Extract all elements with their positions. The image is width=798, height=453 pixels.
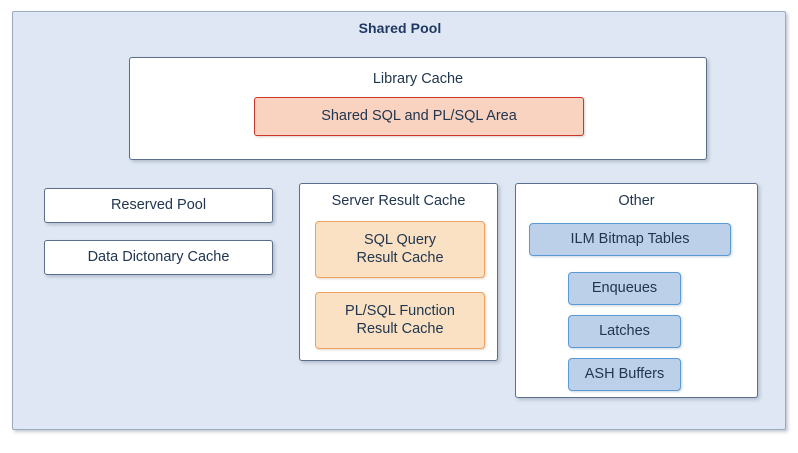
latches-box: Latches [568, 315, 681, 348]
enqueues-box: Enqueues [568, 272, 681, 305]
other-panel: Other ILM Bitmap Tables Enqueues Latches… [515, 183, 758, 398]
server-result-cache-panel: Server Result Cache SQL Query Result Cac… [299, 183, 498, 361]
shared-pool-container: Shared Pool Library Cache Shared SQL and… [12, 11, 786, 430]
ash-buffers-box: ASH Buffers [568, 358, 681, 391]
sql-query-result-cache-box: SQL Query Result Cache [315, 221, 485, 278]
ilm-bitmap-tables-box: ILM Bitmap Tables [529, 223, 731, 256]
reserved-pool-box: Reserved Pool [44, 188, 273, 223]
shared-pool-title: Shared Pool [358, 20, 442, 36]
server-result-cache-title: Server Result Cache [331, 193, 466, 209]
data-dictionary-cache-box: Data Dictonary Cache [44, 240, 273, 275]
other-title: Other [618, 193, 655, 209]
plsql-function-result-cache-box: PL/SQL Function Result Cache [315, 292, 485, 349]
library-cache-title: Library Cache [372, 71, 464, 87]
shared-sql-and-plsql-area-box: Shared SQL and PL/SQL Area [254, 97, 584, 136]
library-cache-panel: Library Cache Shared SQL and PL/SQL Area [129, 57, 707, 160]
